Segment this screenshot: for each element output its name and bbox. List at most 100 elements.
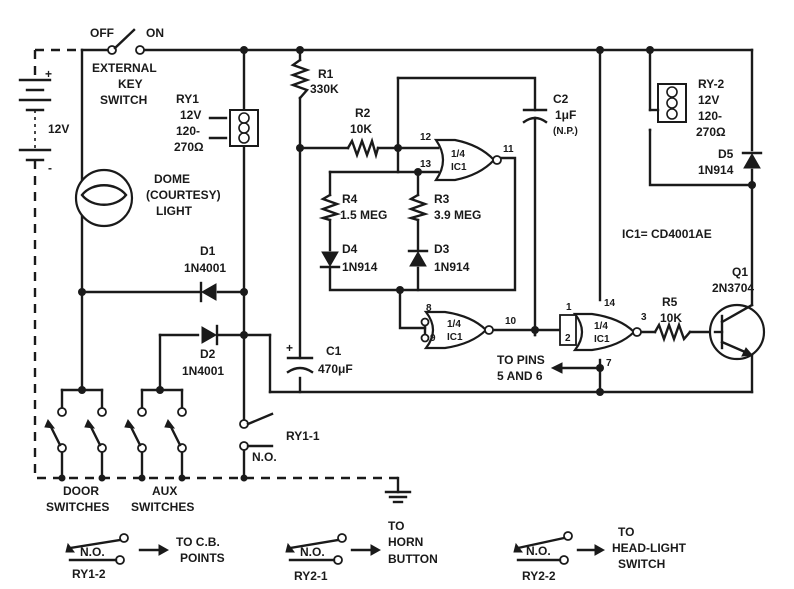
door-switches — [44, 407, 107, 453]
r2-label-1: R2 — [355, 106, 371, 120]
nor-gate-top — [433, 138, 502, 182]
ry2-2-no-label: N.O. — [526, 544, 551, 558]
key-switch-label-1: EXTERNAL — [92, 61, 157, 75]
ry1-label-4: 270Ω — [174, 140, 204, 154]
r1-label-1: R1 — [318, 67, 334, 81]
wiring — [33, 48, 754, 494]
key-switch-label-3: SWITCH — [100, 93, 147, 107]
junction-dots — [58, 46, 756, 482]
r3-label-1: R3 — [434, 192, 450, 206]
d5-diode — [741, 151, 763, 169]
d5-label-1: D5 — [718, 147, 734, 161]
r5-resistor — [653, 321, 692, 343]
ry1-label-2: 12V — [180, 108, 201, 122]
d1-label-1: D1 — [200, 244, 216, 258]
pin9-label: 9 — [430, 333, 436, 344]
d5-label-2: 1N914 — [698, 163, 734, 177]
dome-label-3: LIGHT — [156, 204, 193, 218]
pin7-label: 7 — [606, 358, 612, 369]
ground-symbol — [384, 490, 412, 504]
pin8-label: 8 — [426, 303, 432, 314]
key-switch-symbol — [107, 28, 145, 55]
r4-resistor — [318, 193, 341, 222]
c2-label-1: C2 — [553, 92, 569, 106]
pin10-label: 10 — [505, 316, 517, 327]
ry1-1-no-label: N.O. — [252, 450, 277, 464]
door-switches-label-2: SWITCHES — [46, 500, 109, 514]
gate-mid-frac: 1/4 — [447, 319, 461, 330]
pin11-label: 11 — [503, 144, 514, 155]
ry2-1-target-2: HORN — [388, 535, 423, 549]
battery-plus-label: + — [45, 67, 52, 81]
gate-top-ic: IC1 — [451, 162, 467, 173]
ry1-2-target-1: TO C.B. — [176, 535, 220, 549]
ry2-2-target-3: SWITCH — [618, 557, 665, 571]
key-switch-label-2: KEY — [118, 77, 143, 91]
c2-label-3: (N.P.) — [553, 126, 578, 137]
d3-diode — [407, 249, 429, 267]
d4-label-2: 1N914 — [342, 260, 378, 274]
ry2-coil-symbol — [648, 83, 687, 132]
gate-right-frac: 1/4 — [594, 321, 608, 332]
ic-note: IC1= CD4001AE — [622, 227, 712, 241]
ry2-label-4: 270Ω — [696, 125, 726, 139]
ry2-2-target-2: HEAD-LIGHT — [612, 541, 687, 555]
to-pins-label-1: TO PINS — [497, 353, 545, 367]
c1-label-2: 470μF — [318, 362, 353, 376]
gate-top-frac: 1/4 — [451, 149, 465, 160]
ry2-label-2: 12V — [698, 93, 719, 107]
dome-label-1: DOME — [154, 172, 190, 186]
battery-voltage-label: 12V — [48, 122, 69, 136]
to-pins-arrow — [550, 362, 563, 374]
pin13-label: 13 — [420, 159, 432, 170]
d2-label-1: D2 — [200, 347, 216, 361]
r2-label-2: 10K — [350, 122, 372, 136]
ry1-label-1: RY1 — [176, 92, 199, 106]
ry1-2-label: RY1-2 — [72, 567, 106, 581]
battery-symbol — [18, 78, 52, 162]
nor-gate-right — [559, 312, 642, 352]
ry1-label-3: 120- — [176, 124, 200, 138]
r2-resistor — [346, 137, 380, 160]
q1-label-2: 2N3704 — [712, 281, 754, 295]
ry1-coil-symbol — [208, 109, 259, 147]
dome-light-symbol — [74, 168, 134, 228]
r4-label-1: R4 — [342, 192, 358, 206]
to-pins-label-2: 5 AND 6 — [497, 369, 543, 383]
door-switches-label-1: DOOR — [63, 484, 99, 498]
r1-label-2: 330K — [310, 82, 339, 96]
aux-switches-label-2: SWITCHES — [131, 500, 194, 514]
ry2-2-label: RY2-2 — [522, 569, 556, 583]
aux-switches — [124, 407, 187, 453]
ry2-1-target-1: TO — [388, 519, 404, 533]
d1-label-2: 1N4001 — [184, 261, 226, 275]
pin14-label: 14 — [604, 298, 616, 309]
d3-label-2: 1N914 — [434, 260, 470, 274]
ry1-2-target-2: POINTS — [180, 551, 225, 565]
r3-label-2: 3.9 MEG — [434, 208, 481, 222]
off-label: OFF — [90, 26, 114, 40]
ry1-2-no-label: N.O. — [80, 545, 105, 559]
ry2-1-contact — [285, 533, 382, 565]
dome-label-2: (COURTESY) — [146, 188, 221, 202]
d4-label-1: D4 — [342, 242, 358, 256]
r5-label-1: R5 — [662, 295, 678, 309]
pin1-label: 1 — [566, 302, 572, 313]
ry2-1-label: RY2-1 — [294, 569, 328, 583]
c1-capacitor — [286, 356, 314, 374]
d1-diode — [199, 281, 217, 303]
pin12-label: 12 — [420, 132, 432, 143]
pin2-label: 2 — [565, 333, 571, 344]
gate-right-ic: IC1 — [594, 334, 610, 345]
ry2-label-3: 120- — [698, 109, 722, 123]
ry2-label-1: RY-2 — [698, 77, 725, 91]
ry2-1-target-3: BUTTON — [388, 552, 438, 566]
ry2-2-contact — [513, 531, 606, 565]
d2-label-2: 1N4001 — [182, 364, 224, 378]
c2-label-2: 1μF — [555, 108, 576, 122]
r4-label-2: 1.5 MEG — [340, 208, 387, 222]
r5-label-2: 10K — [660, 311, 682, 325]
battery-minus-label: - — [48, 161, 52, 175]
ry1-1-label: RY1-1 — [286, 429, 320, 443]
